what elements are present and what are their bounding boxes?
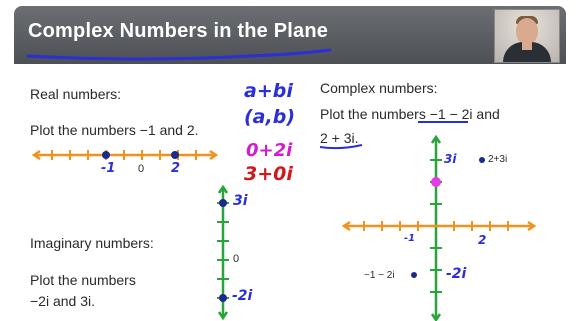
imag-point-3i [219,199,227,207]
imag-label-3i: 3i [233,193,248,209]
plane-label-neg2i: -2i [446,266,466,282]
plane-label-2: 2 [478,233,486,247]
real-label-neg1: -1 [101,161,115,176]
plane-point-2i [431,177,441,187]
imag-label-neg2i: -2i [232,288,252,304]
imag-label-zero: 0 [233,253,239,265]
plane-label-neg1-minus-2i: −1 − 2i [364,270,395,281]
plane-point-2-plus-3i [479,157,485,163]
real-number-line [34,150,216,160]
imaginary-number-line [217,187,229,318]
real-point-neg1 [102,151,110,159]
real-label-2: 2 [171,161,180,176]
real-label-zero: 0 [138,163,144,175]
plane-label-neg1: -1 [404,233,415,244]
plane-point-neg1-minus-2i [411,272,417,278]
underline-2-plus-3i [320,145,362,148]
imag-point-neg2i [219,294,227,302]
real-point-2 [171,151,179,159]
plane-label-2-plus-3i: 2+3i [488,154,507,165]
plane-label-3i: 3i [444,152,456,166]
